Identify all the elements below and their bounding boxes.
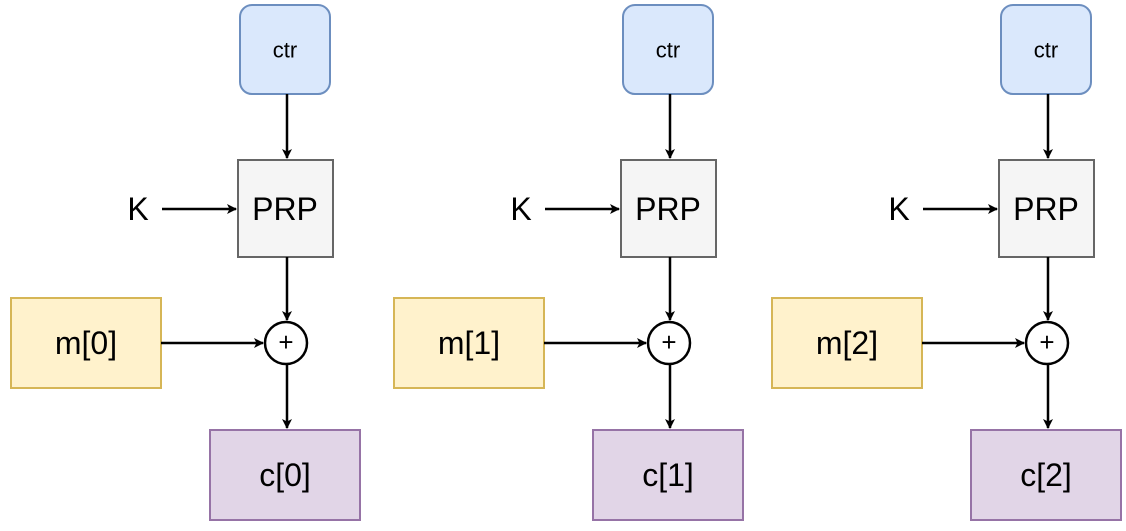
ciphertext-box: c[2]	[970, 429, 1122, 521]
xor-icon: +	[1024, 320, 1070, 366]
prp-label: PRP	[635, 191, 701, 227]
message-box: m[1]	[393, 297, 545, 389]
key-label: K	[127, 191, 148, 227]
ctr-label: ctr	[273, 38, 297, 63]
key-label: K	[510, 191, 531, 227]
message-label: m[0]	[55, 325, 117, 361]
key-label: K	[888, 191, 909, 227]
prp-box: PRP	[620, 159, 717, 258]
xor-icon: +	[263, 320, 309, 366]
ctr-box: ctr	[622, 4, 714, 95]
ciphertext-box: c[1]	[592, 429, 744, 521]
message-box: m[0]	[10, 297, 162, 389]
ciphertext-label: c[1]	[642, 457, 694, 493]
message-label: m[2]	[816, 325, 878, 361]
message-box: m[2]	[771, 297, 923, 389]
xor-icon: +	[646, 320, 692, 366]
ctr-label: ctr	[1034, 38, 1058, 63]
ciphertext-box: c[0]	[209, 429, 361, 521]
message-label: m[1]	[438, 325, 500, 361]
ctr-box: ctr	[239, 4, 331, 95]
xor-label: +	[1039, 327, 1054, 357]
xor-label: +	[278, 327, 293, 357]
prp-box: PRP	[237, 159, 334, 258]
ctr-box: ctr	[1000, 4, 1092, 95]
ctr-label: ctr	[656, 38, 680, 63]
prp-label: PRP	[1013, 191, 1079, 227]
prp-label: PRP	[252, 191, 318, 227]
xor-label: +	[661, 327, 676, 357]
prp-box: PRP	[998, 159, 1095, 258]
ciphertext-label: c[0]	[259, 457, 311, 493]
ciphertext-label: c[2]	[1020, 457, 1072, 493]
